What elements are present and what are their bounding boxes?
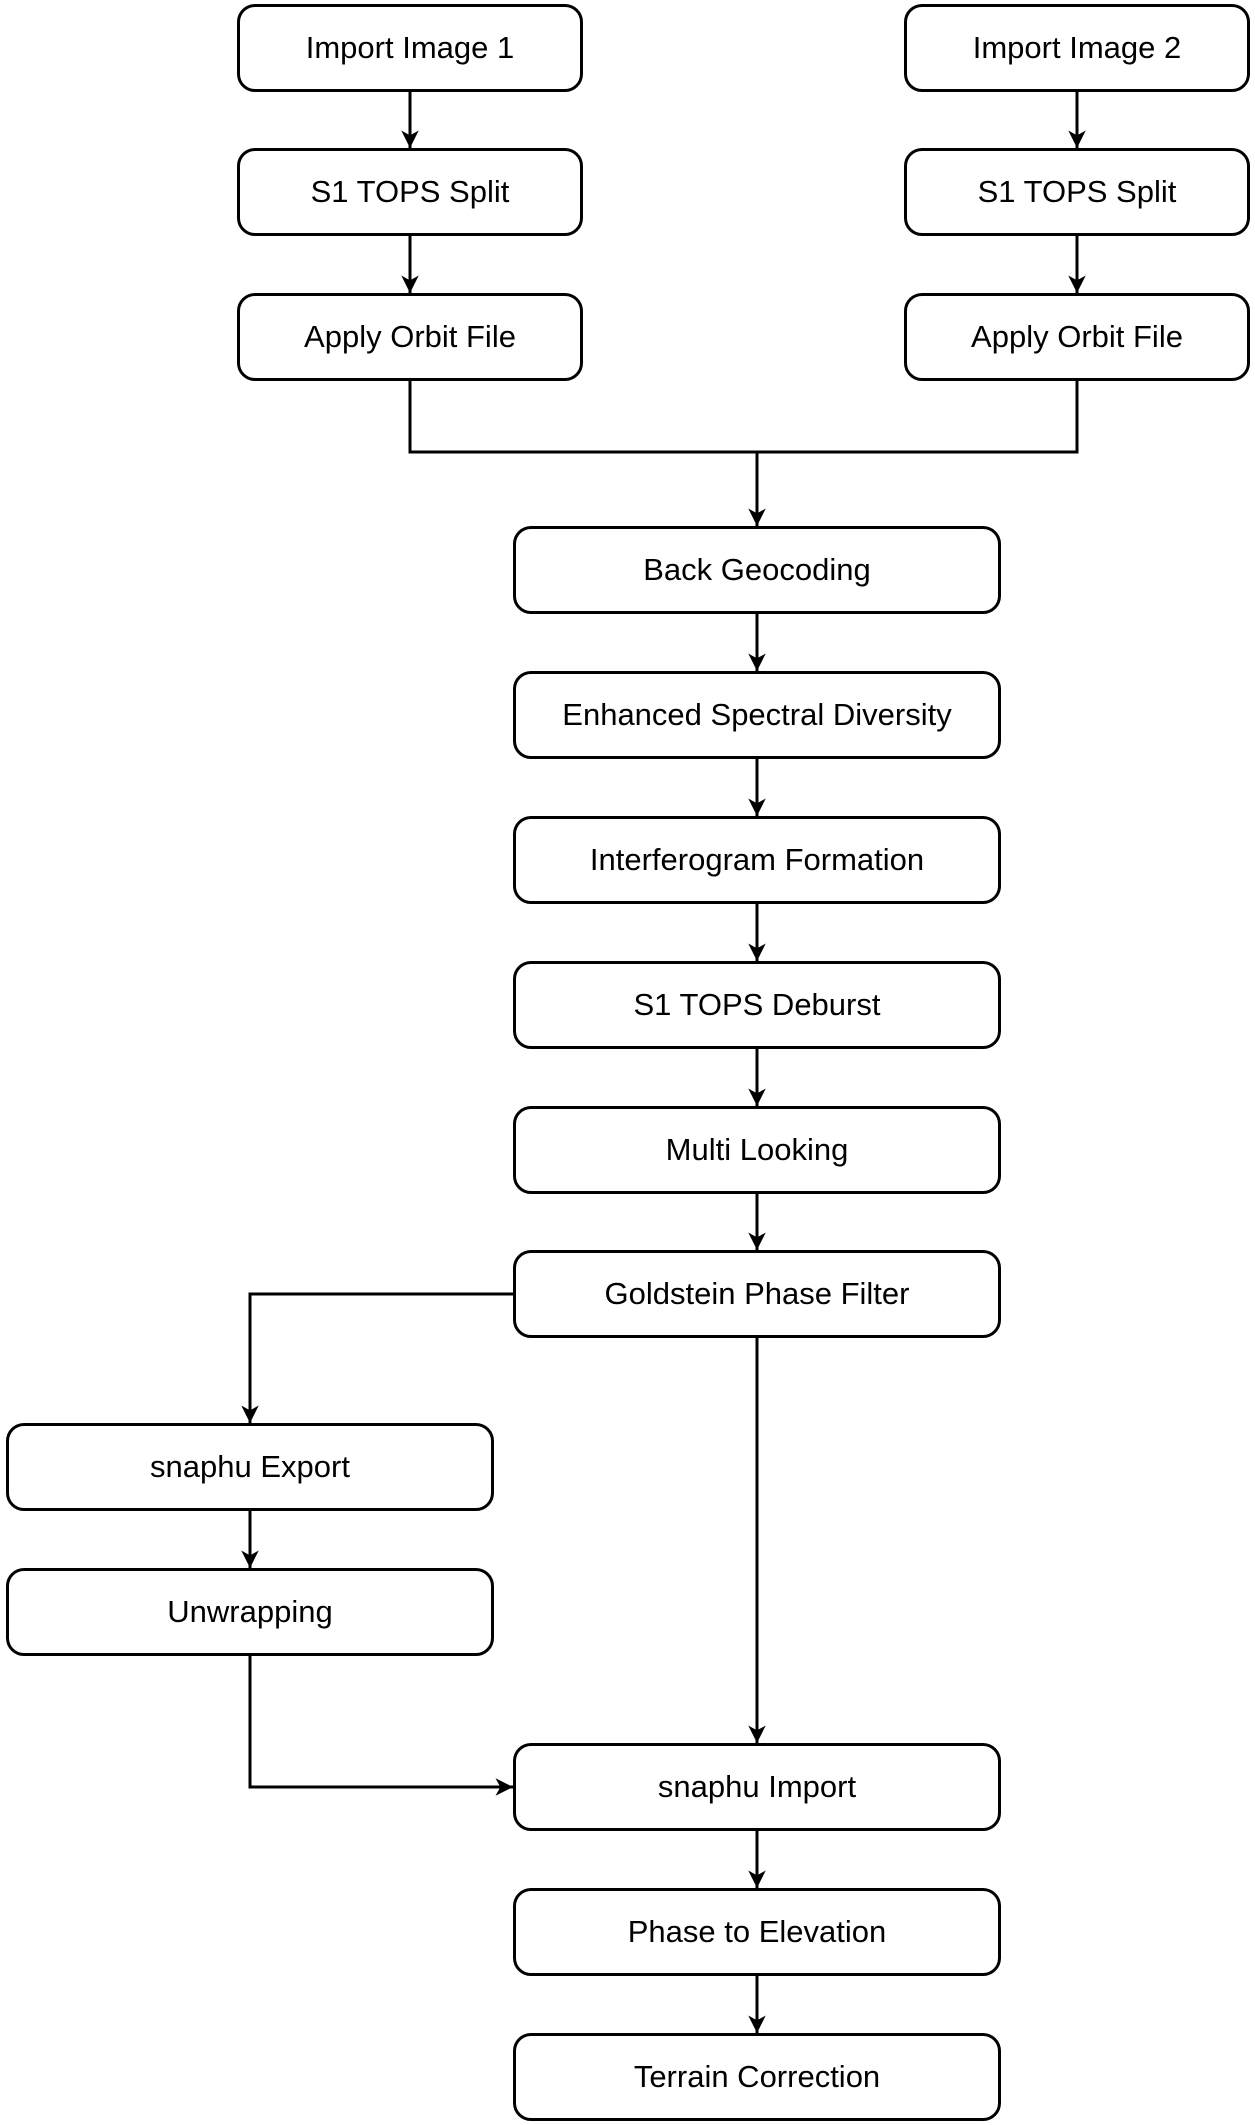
node-terrain-correction: Terrain Correction xyxy=(513,2033,1001,2121)
node-import-image-1: Import Image 1 xyxy=(237,4,583,92)
node-import-image-2: Import Image 2 xyxy=(904,4,1250,92)
node-goldstein-phase-filter: Goldstein Phase Filter xyxy=(513,1250,1001,1338)
node-s1-tops-split-left: S1 TOPS Split xyxy=(237,148,583,236)
node-enhanced-spectral-diversity: Enhanced Spectral Diversity xyxy=(513,671,1001,759)
connector-goldstein-to-snaphu-export xyxy=(241,1292,513,1423)
connector-unwrapping-to-snaphu-import xyxy=(248,1656,513,1796)
connector-merge-bus xyxy=(408,381,1079,454)
node-apply-orbit-file-left: Apply Orbit File xyxy=(237,293,583,381)
node-s1-tops-deburst: S1 TOPS Deburst xyxy=(513,961,1001,1049)
node-snaphu-import: snaphu Import xyxy=(513,1743,1001,1831)
node-snaphu-export: snaphu Export xyxy=(6,1423,494,1511)
node-unwrapping: Unwrapping xyxy=(6,1568,494,1656)
node-interferogram-formation: Interferogram Formation xyxy=(513,816,1001,904)
node-phase-to-elevation: Phase to Elevation xyxy=(513,1888,1001,1976)
node-s1-tops-split-right: S1 TOPS Split xyxy=(904,148,1250,236)
node-multi-looking: Multi Looking xyxy=(513,1106,1001,1194)
node-back-geocoding: Back Geocoding xyxy=(513,526,1001,614)
node-apply-orbit-file-right: Apply Orbit File xyxy=(904,293,1250,381)
